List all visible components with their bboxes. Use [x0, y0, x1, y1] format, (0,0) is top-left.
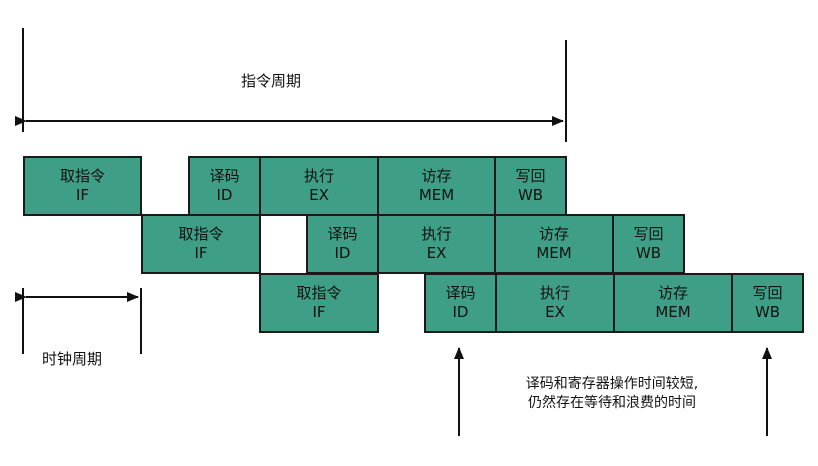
row2-fetch-stage: 取指令 IF — [141, 214, 261, 274]
stage-code: ID — [334, 244, 351, 262]
stage-code: ID — [452, 303, 469, 321]
stage-code: IF — [75, 186, 90, 204]
row3-execute-stage: 执行 EX — [495, 273, 615, 333]
row1-decode-stage: 译码 ID — [188, 156, 261, 216]
row3-memory-stage: 访存 MEM — [613, 273, 733, 333]
row2-writeback-stage: 写回 WB — [612, 214, 685, 274]
row3-fetch-stage: 取指令 IF — [259, 273, 379, 333]
stage-code: MEM — [536, 244, 572, 262]
stage-name: 写回 — [633, 225, 664, 243]
row1-fetch-stage: 取指令 IF — [23, 156, 142, 216]
stage-name: 译码 — [445, 284, 476, 302]
row1-execute-stage: 执行 EX — [259, 156, 379, 216]
row3-decode-stage: 译码 ID — [424, 273, 497, 333]
stage-name: 取指令 — [296, 284, 342, 302]
stage-name: 取指令 — [59, 167, 105, 185]
stage-code: EX — [545, 303, 565, 321]
timing-note-line1: 译码和寄存器操作时间较短, — [525, 376, 699, 392]
row2-execute-stage: 执行 EX — [377, 214, 496, 274]
row1-writeback-stage: 写回 WB — [494, 156, 567, 216]
stage-name: 译码 — [327, 225, 358, 243]
stage-code: ID — [216, 186, 233, 204]
stage-code: MEM — [655, 303, 691, 321]
stage-name: 执行 — [421, 225, 452, 243]
stage-name: 写回 — [515, 167, 546, 185]
stage-name: 访存 — [538, 225, 569, 243]
stage-code: IF — [312, 303, 326, 321]
stage-code: MEM — [418, 186, 455, 204]
stage-code: WB — [517, 186, 544, 204]
stage-code: IF — [194, 244, 208, 262]
timing-note: 译码和寄存器操作时间较短, 仍然存在等待和浪费的时间 — [487, 375, 737, 413]
row2-decode-stage: 译码 ID — [306, 214, 379, 274]
stage-name: 执行 — [303, 167, 334, 185]
stage-name: 访存 — [657, 284, 688, 302]
timing-note-line2: 仍然存在等待和浪费的时间 — [528, 395, 696, 411]
row3-writeback-stage: 写回 WB — [731, 273, 804, 333]
clock-cycle-label: 时钟周期 — [42, 350, 103, 368]
stage-code: EX — [309, 186, 329, 204]
stage-name: 译码 — [209, 167, 240, 185]
stage-name: 执行 — [539, 284, 570, 302]
instruction-cycle-label: 指令周期 — [241, 72, 302, 90]
stage-name: 写回 — [752, 284, 783, 302]
stage-code: WB — [754, 303, 781, 321]
stage-code: WB — [635, 244, 662, 262]
row2-memory-stage: 访存 MEM — [494, 214, 614, 274]
stage-code: EX — [426, 244, 447, 262]
stage-name: 访存 — [421, 167, 452, 185]
row1-memory-stage: 访存 MEM — [377, 156, 496, 216]
stage-name: 取指令 — [178, 225, 224, 243]
